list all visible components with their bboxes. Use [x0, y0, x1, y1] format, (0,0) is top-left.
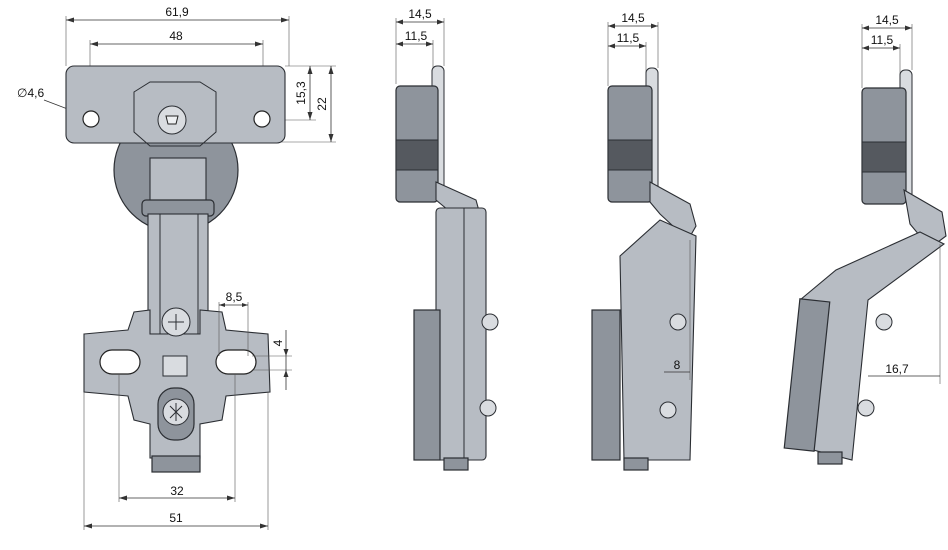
mounting-plate [65, 65, 286, 144]
side1-dim-label-inner: 11,5 [405, 29, 428, 43]
dim-label-51: 51 [169, 511, 183, 525]
side1-arm [435, 207, 487, 461]
side-view-open: 14,5 11,5 16,7 [783, 13, 947, 465]
plate-hole-left [82, 110, 100, 128]
plate-hole-right [253, 110, 271, 128]
side-view-closed: 14,5 11,5 [395, 7, 499, 471]
dimension-4: 4 [252, 330, 292, 390]
base-plate [83, 309, 271, 459]
dim-label-22: 22 [315, 97, 329, 111]
side3-dimension-inner: 11,5 [862, 33, 901, 88]
hinge-knuckle [149, 157, 207, 207]
side2-dimension-inner: 11,5 [608, 31, 647, 86]
dimension-32: 32 [118, 374, 236, 502]
dim-label-32: 32 [170, 484, 184, 498]
dimension-8-5: 8,5 [218, 290, 249, 356]
side2-dim-label-inner: 11,5 [617, 31, 640, 45]
base-slot-right [215, 349, 257, 375]
side1-dimension-top: 14,5 [395, 7, 445, 84]
side2-dim-label-offset: 8 [674, 358, 681, 372]
side2-dim-label-top: 14,5 [621, 11, 645, 25]
side2-arm [619, 219, 697, 461]
side3-dim-label-offset: 16,7 [885, 362, 909, 376]
dim-label-8-5: 8,5 [226, 290, 243, 304]
dim-label-4: 4 [271, 339, 285, 346]
dimension-61-9: 61,9 [65, 5, 290, 66]
side3-dim-label-inner: 11,5 [871, 33, 894, 47]
side-view-half-open: 14,5 11,5 8 [591, 11, 697, 471]
dim-label-48: 48 [169, 29, 183, 43]
dimension-51: 51 [83, 392, 269, 530]
side3-dimension-top: 14,5 [861, 13, 913, 88]
side1-dim-label-top: 14,5 [408, 7, 432, 21]
dim-label-61-9: 61,9 [165, 5, 189, 19]
base-window [162, 355, 188, 377]
dim-label-15-3: 15,3 [294, 81, 308, 105]
side2-dimension-offset: 8 [664, 240, 691, 380]
side2-dimension-top: 14,5 [607, 11, 659, 86]
side1-dimension-inner: 11,5 [396, 29, 434, 84]
dimension-15-3: 15,3 [270, 65, 336, 121]
base-slot-left [99, 349, 141, 375]
side3-dimension-offset: 16,7 [868, 244, 941, 384]
base-clip [151, 455, 201, 473]
front-view-hinge: 61,9 48 15,3 22 [17, 5, 336, 530]
dimension-48: 48 [89, 29, 264, 110]
side3-dim-label-top: 14,5 [875, 13, 899, 27]
dim-label-hole: ∅4,6 [17, 86, 44, 100]
